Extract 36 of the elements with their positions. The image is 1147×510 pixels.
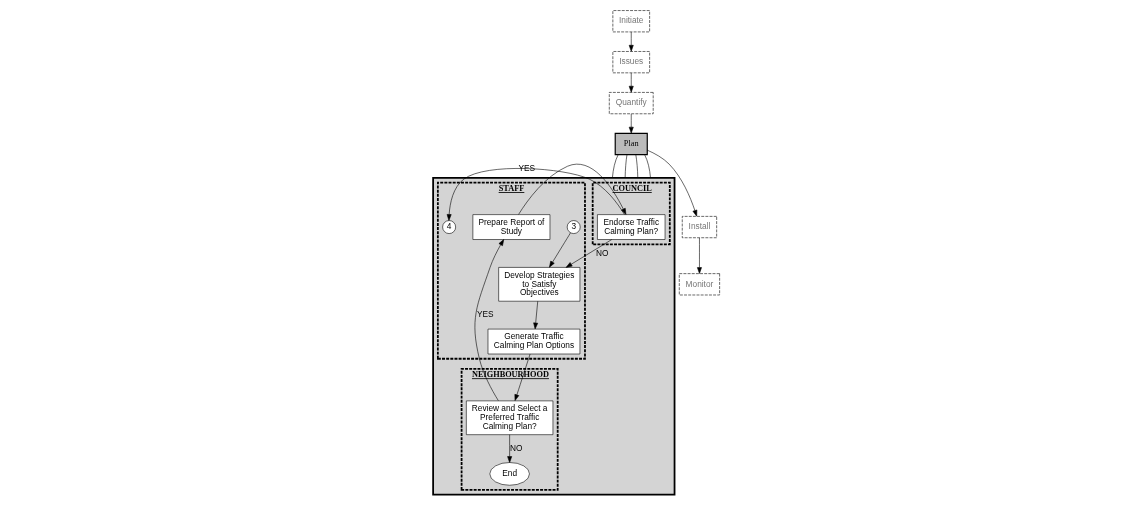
arrow (696, 237, 702, 274)
arrow (628, 31, 634, 52)
node-ellipse: End (489, 462, 530, 486)
node-box: Monitor (678, 273, 720, 296)
arrow (548, 232, 571, 268)
node-box: Quantify (608, 92, 653, 115)
edge-label: NO (595, 247, 608, 258)
node-circle: 3 (566, 220, 581, 234)
arrow (628, 113, 634, 134)
arrow (628, 72, 634, 93)
arrow (446, 168, 625, 221)
node-box: Plan (614, 132, 648, 156)
connector (624, 154, 627, 179)
arrow (506, 434, 512, 463)
edge-label: NO (509, 442, 522, 453)
arrow (532, 300, 538, 330)
node-box: Review and Select a Preferred Traffic Calming Plan? (465, 400, 553, 435)
edge-label: YES (518, 162, 535, 173)
node-box: Endorse Traffic Calming Plan? (596, 214, 665, 240)
arrow (565, 239, 612, 268)
connector (635, 154, 638, 179)
arrow (514, 353, 530, 401)
edge-label: YES (476, 309, 494, 320)
node-box: Develop Strategies to Satisfy Objectives (497, 267, 580, 302)
arrow (646, 149, 697, 217)
connector (643, 154, 651, 179)
node-box: Generate Traffic Calming Plan Options (487, 328, 580, 355)
node-circle: 4 (441, 220, 456, 234)
node-box: Issues (612, 51, 650, 74)
node-box: Initiate (612, 10, 650, 33)
node-box: Install (681, 216, 717, 239)
arrow (517, 163, 626, 215)
cluster (431, 176, 675, 496)
connector (611, 154, 618, 179)
node-box: Prepare Report of Study (472, 214, 550, 240)
arrow (474, 239, 504, 401)
